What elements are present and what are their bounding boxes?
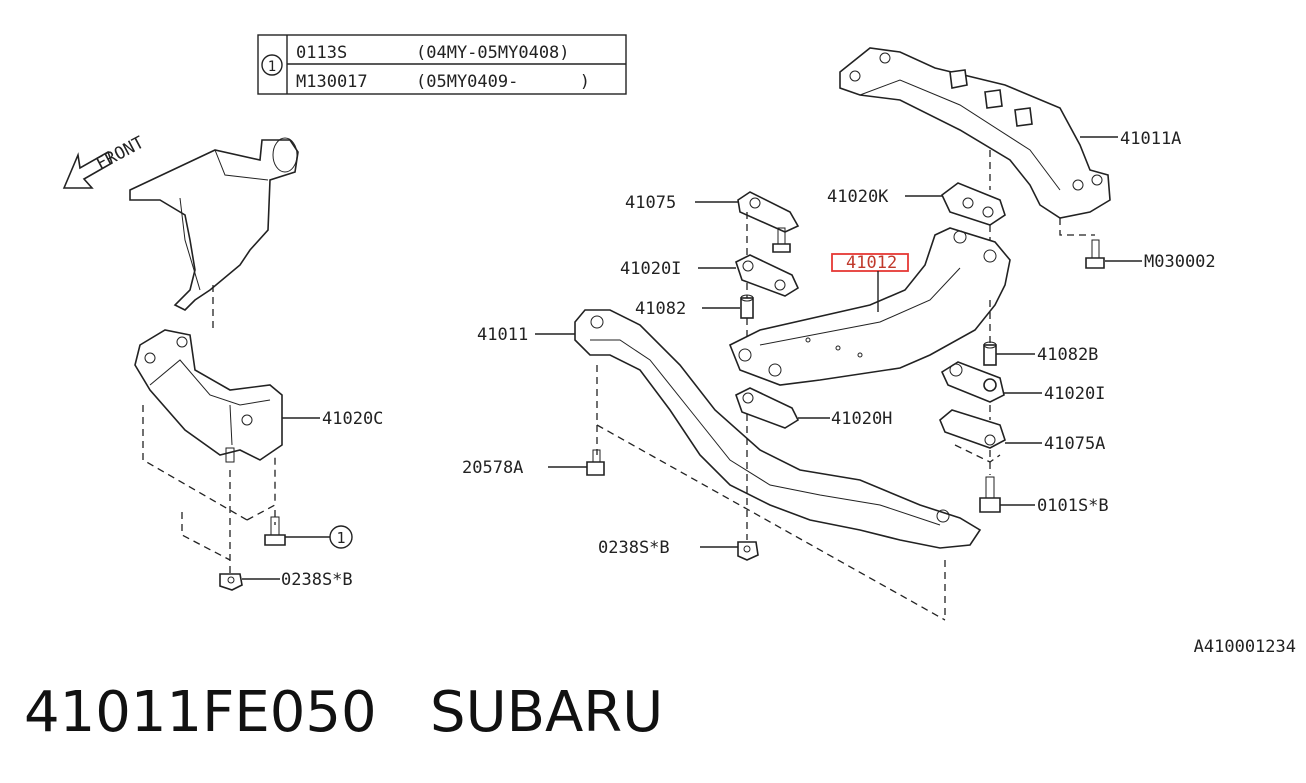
crossmember-41011A: [839, 47, 1111, 219]
ref-circle-number: 1: [336, 529, 345, 547]
collar-41082B: [983, 341, 997, 366]
bolt-0101SB: [979, 476, 1001, 513]
callout-0238SB-left: 0238S*B: [281, 570, 353, 590]
nut-0238SB-left: [219, 573, 243, 591]
highlight-box-41012: [831, 253, 909, 272]
table-row-2-code: M130017: [296, 72, 368, 92]
callout-41082B: 41082B: [1037, 345, 1098, 365]
callout-41075A: 41075A: [1044, 434, 1105, 454]
callout-41012[interactable]: 41012: [846, 253, 897, 273]
callout-41020C: 41020C: [322, 409, 383, 429]
ref-circle-1: [329, 525, 353, 549]
callout-20578A: 20578A: [462, 458, 523, 478]
table-ref-circle: [261, 54, 283, 76]
brand-name: SUBARU: [430, 680, 664, 745]
mount-41020C: [134, 329, 283, 463]
insulator-41020K: [940, 182, 1006, 226]
model-range-table: 1 0113S (04MY-05MY0408) M130017 (05MY040…: [257, 34, 627, 95]
collar-41082: [740, 294, 754, 319]
callout-41020I-right: 41020I: [1044, 384, 1105, 404]
callout-41011: 41011: [477, 325, 528, 345]
callout-0238SB-mid: 0238S*B: [598, 538, 670, 558]
crossmember-41011: [574, 309, 982, 549]
table-ref-number: 1: [268, 59, 276, 75]
callout-41020K: 41020K: [827, 187, 889, 207]
nut-0238SB-mid: [737, 541, 759, 561]
insulator-41020I-top: [735, 254, 800, 297]
bracket-41012: [728, 227, 1011, 386]
bolt-ref-1: [264, 516, 286, 546]
front-arrow-icon: FRONT: [62, 133, 148, 189]
callout-41082-left: 41082: [635, 299, 686, 319]
table-row-1-code: 0113S: [296, 43, 347, 63]
transmission-housing: [129, 137, 299, 311]
insulator-41020H: [735, 387, 800, 429]
table-row-1-range: (04MY-05MY0408): [416, 43, 570, 63]
exploded-parts-diagram: 1 0113S (04MY-05MY0408) M130017 (05MY040…: [62, 34, 1296, 657]
callout-41020I-top: 41020I: [620, 259, 681, 279]
callout-0101SB: 0101S*B: [1037, 496, 1109, 516]
callout-41011A: 41011A: [1120, 129, 1181, 149]
callout-41020H: 41020H: [831, 409, 892, 429]
bracket-41075: [737, 191, 800, 253]
front-label: FRONT: [93, 133, 148, 175]
callout-M030002: M030002: [1144, 252, 1216, 272]
part-number-heading: 41011FE050 SUBARU: [24, 680, 663, 745]
bolt-M030002: [1085, 239, 1105, 269]
table-row-2-range: (05MY0409- ): [416, 72, 590, 92]
bolt-20578A: [586, 449, 605, 476]
insulator-41020I-right: [940, 361, 1005, 403]
part-number: 41011FE050: [24, 680, 377, 745]
callout-41075: 41075: [625, 193, 676, 213]
bracket-41075A: [939, 409, 1006, 449]
diagram-id: A410001234: [1194, 637, 1296, 657]
